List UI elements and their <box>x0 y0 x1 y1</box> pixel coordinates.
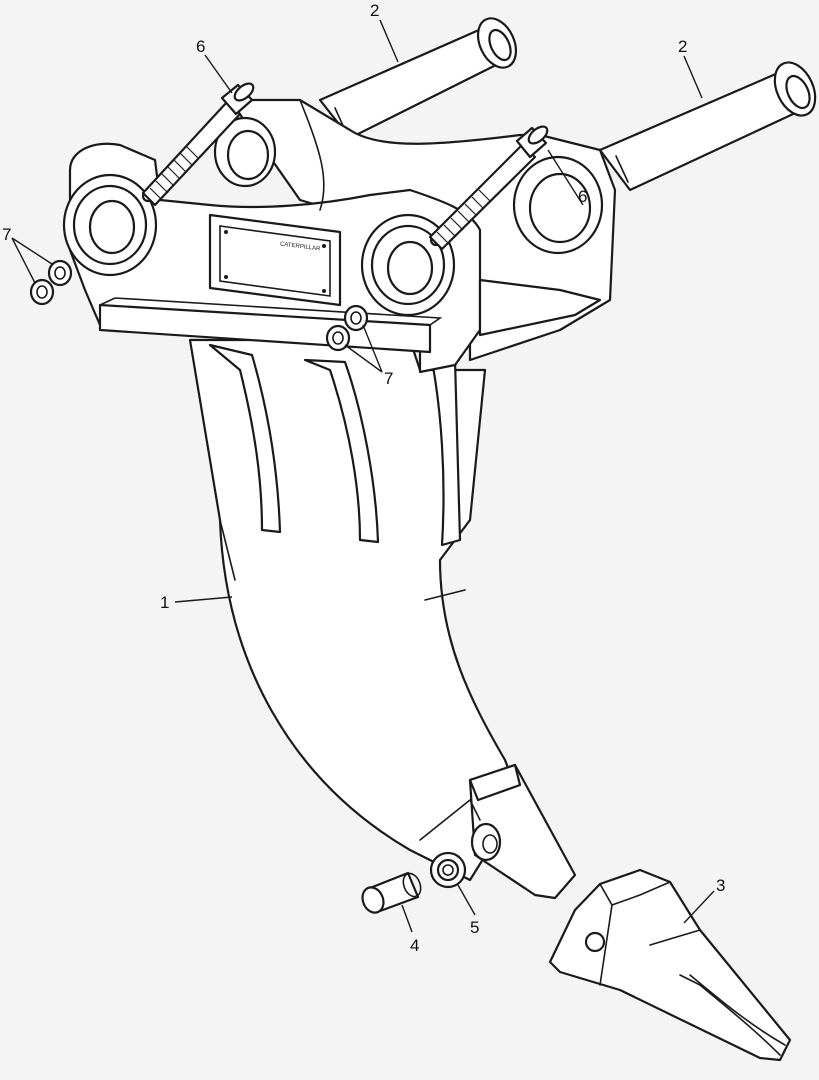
callout-nuts-right: 7 <box>384 369 393 388</box>
tooth-pin <box>361 871 422 914</box>
ripper-tooth <box>548 868 792 1062</box>
nameplate-text: CATERPILLAR <box>280 242 322 253</box>
callout-bolt-left: 6 <box>196 37 205 56</box>
leader-lines <box>11 19 715 933</box>
nameplate: CATERPILLAR <box>208 213 342 307</box>
callout-shank: 1 <box>160 593 169 612</box>
nut-washer-left <box>29 259 73 306</box>
bolt-right <box>428 125 549 251</box>
mounting-pin-right <box>598 61 817 192</box>
mounting-bracket <box>62 98 617 374</box>
callout-tooth: 3 <box>716 876 725 895</box>
callout-nuts-left: 7 <box>2 225 11 244</box>
callout-tooth-pin: 4 <box>410 936 419 955</box>
callout-pin-left: 2 <box>370 1 379 20</box>
callout-retainer: 5 <box>470 918 479 937</box>
mounting-pin-left <box>318 17 518 140</box>
callout-labels: 1 2 2 3 4 5 6 6 7 7 <box>2 1 725 955</box>
callout-pin-right: 2 <box>678 37 687 56</box>
callout-bolt-right: 6 <box>578 187 587 206</box>
bolt-left <box>141 82 255 207</box>
nut-washer-right <box>325 304 369 352</box>
tooth-retainer <box>429 851 467 889</box>
ripper-shank <box>188 338 577 900</box>
